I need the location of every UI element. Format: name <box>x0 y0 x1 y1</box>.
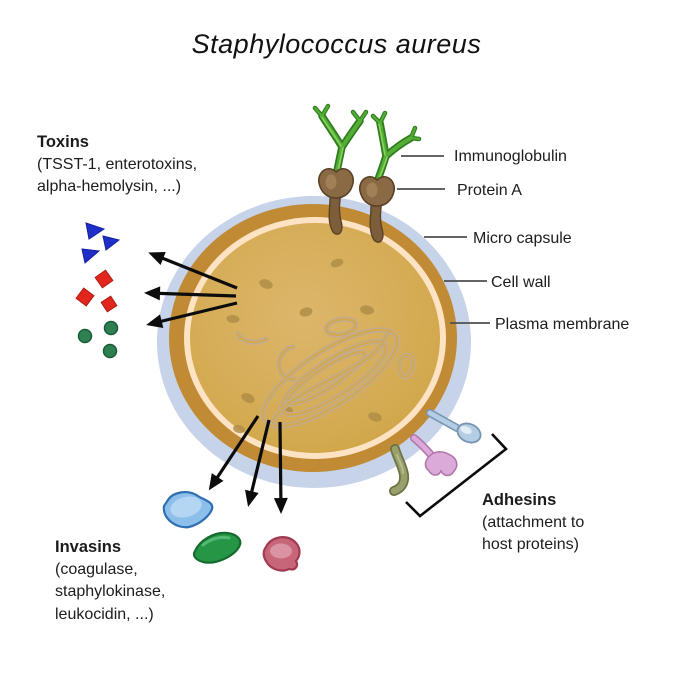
adhesins-label-block: Adhesins (attachment to host proteins) <box>482 489 584 557</box>
invasins-line3: leukocidin, ...) <box>55 605 154 623</box>
toxin-diamond-icon <box>75 269 118 313</box>
leader-lines <box>397 155 490 324</box>
toxins-title: Toxins <box>37 133 89 151</box>
invasins-line2: staphylokinase, <box>55 583 166 600</box>
cytoplasm <box>190 223 440 453</box>
label-plasma-membrane: Plasma membrane <box>495 316 630 333</box>
toxin-circle-icon <box>77 320 119 359</box>
invasins-line1: (coagulase, <box>55 560 138 578</box>
immunoglobulin-right <box>370 110 422 191</box>
adhesins-line1: (attachment to <box>482 513 585 531</box>
toxin-particles <box>75 222 121 359</box>
adhesin-blue <box>426 409 482 444</box>
invasin-blob-green <box>192 531 242 564</box>
label-immunoglobulin: Immunoglobulin <box>454 148 567 165</box>
label-micro-capsule: Micro capsule <box>473 230 572 247</box>
label-cell-wall: Cell wall <box>491 274 551 291</box>
adhesins-line2: host proteins) <box>482 536 579 553</box>
invasin-blob-blue <box>162 490 214 529</box>
diagram-title: Staphylococcus aureus <box>191 29 482 59</box>
invasins-title: Invasins <box>55 538 122 556</box>
toxins-line2: alpha-hemolysin, ...) <box>37 178 182 195</box>
protein-a-right <box>359 175 395 243</box>
toxin-arrows <box>144 251 238 328</box>
adhesins-title: Adhesins <box>482 491 557 509</box>
adhesin-olive <box>389 444 410 496</box>
invasin-blob-red <box>262 536 301 572</box>
toxin-triangle-icon <box>81 222 121 264</box>
nucleoid-dna <box>235 316 416 429</box>
toxins-label-block: Toxins (TSST-1, enterotoxins, alpha-hemo… <box>37 131 197 199</box>
toxins-line1: (TSST-1, enterotoxins, <box>37 155 198 173</box>
adhesins-bracket <box>405 433 508 518</box>
adhesin-pink <box>410 434 458 477</box>
immunoglobulin-left <box>312 103 369 180</box>
protein-a-left <box>318 167 354 235</box>
invasin-arrows <box>208 415 288 514</box>
cytoplasm-specks <box>226 258 382 434</box>
label-protein-a: Protein A <box>457 182 522 199</box>
invasins-label-block: Invasins (coagulase, staphylokinase, leu… <box>55 536 165 626</box>
